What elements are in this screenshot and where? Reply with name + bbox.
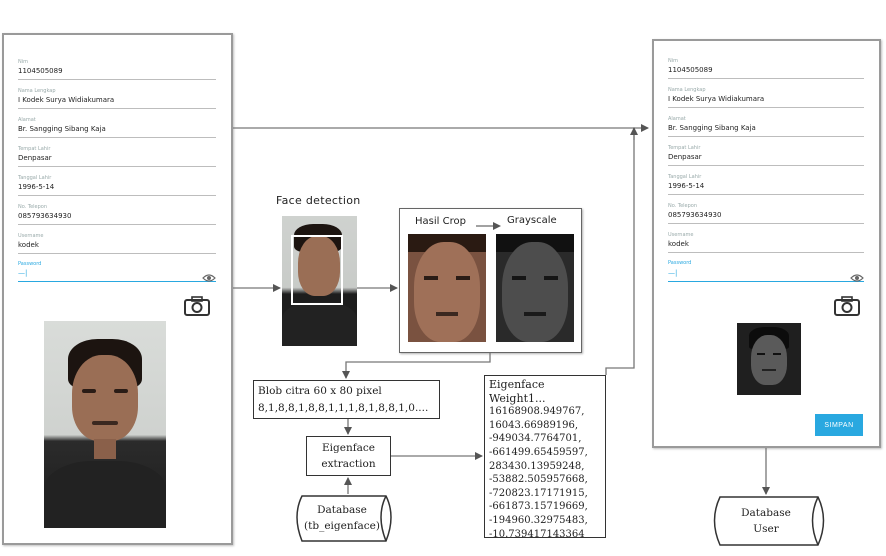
eigen-weight-value: -194960.32975483, <box>489 514 588 526</box>
field-underline <box>668 223 864 224</box>
camera-icon[interactable] <box>184 296 210 316</box>
arrow-weights-to-right-form <box>605 128 635 375</box>
db-user-line-1: Database <box>741 507 791 519</box>
face-detection-label: Face detection <box>276 194 361 207</box>
face-detection-photo <box>282 216 357 346</box>
blob-box: Blob citra 60 x 80 pixel 8,1,8,8,1,8,8,1… <box>253 380 440 419</box>
eigenface-weight-box: Eigenface Weight1... 16168908.949767,160… <box>484 375 606 538</box>
blob-line-1: Blob citra 60 x 80 pixel <box>258 385 382 397</box>
field-label: Username <box>668 232 694 238</box>
field-label: Nim <box>18 59 28 65</box>
field-value[interactable]: kodek <box>18 241 39 249</box>
field-label: Nama Lengkap <box>668 87 706 93</box>
field-value[interactable]: Denpasar <box>668 153 702 161</box>
field-value[interactable]: 085793634930 <box>668 211 722 219</box>
field-underline <box>668 165 864 166</box>
blob-line-2: 8,1,8,8,1,8,8,1,1,1,8,1,8,8,1,0.... <box>258 402 429 414</box>
eigen-extraction-line-1: Eigenface <box>322 442 375 454</box>
field-label: Nim <box>668 58 678 64</box>
field-value[interactable]: 1996-5-14 <box>18 183 55 191</box>
field-label: Tempat Lahir <box>18 146 51 152</box>
field-value[interactable]: 1104505089 <box>668 66 713 74</box>
crop-face-photo <box>408 234 486 342</box>
eigen-weight-value: -53882.505957668, <box>489 474 588 486</box>
field-value[interactable]: 1104505089 <box>18 67 63 75</box>
db-eigen-line-1: Database <box>317 504 367 516</box>
arrow-crop-to-blob <box>342 353 491 379</box>
save-button[interactable]: SIMPAN <box>815 414 863 436</box>
database-eigenface-cylinder <box>296 495 392 542</box>
field-underline <box>18 224 216 225</box>
field-label: Alamat <box>668 116 686 122</box>
field-value[interactable]: Br. Sangging Sibang Kaja <box>668 124 756 132</box>
field-label: Tanggal Lahir <box>668 174 702 180</box>
database-eigenface-label: Database (tb_eigenface) <box>296 502 388 534</box>
eigen-weight-value: -949034.7764701, <box>489 433 582 445</box>
field-value[interactable]: kodek <box>668 240 689 248</box>
field-value[interactable]: 1996-5-14 <box>668 182 705 190</box>
field-label: No. Telepon <box>668 203 698 209</box>
db-eigen-line-2: (tb_eigenface) <box>304 520 380 532</box>
password-label: Password <box>668 260 692 266</box>
password-underline <box>668 281 864 282</box>
captured-face-photo <box>44 321 166 528</box>
eigen-extraction-line-2: extraction <box>321 458 376 470</box>
eigen-weight-list: 16168908.949767,16043.66989196, -949034.7… <box>489 405 601 538</box>
camera-icon[interactable] <box>834 296 860 316</box>
field-value[interactable]: Br. Sangging Sibang Kaja <box>18 125 106 133</box>
eigen-weight-value: -661873.15719669, <box>489 501 588 513</box>
eigen-weight-value: 16168908.949767, <box>489 406 585 418</box>
field-value[interactable]: 085793634930 <box>18 212 72 220</box>
eigenface-extraction-box: Eigenface extraction <box>306 436 391 476</box>
eigen-weight-value: -720823.17171915, <box>489 487 588 499</box>
db-user-line-2: User <box>753 523 779 535</box>
field-value[interactable]: I Kodek Surya Widiakumara <box>18 96 115 104</box>
field-underline <box>18 195 216 196</box>
field-underline <box>18 166 216 167</box>
grayscale-label: Grayscale <box>507 215 557 226</box>
field-underline <box>18 253 216 254</box>
field-label: No. Telepon <box>18 204 48 210</box>
field-underline <box>18 79 216 80</box>
field-underline <box>668 252 864 253</box>
detection-bounding-box <box>291 235 343 305</box>
field-label: Nama Lengkap <box>18 88 56 94</box>
eigen-weight-value: 283430.13959248, <box>489 460 585 472</box>
eigen-weight-value: -661499.65459597, <box>489 446 588 458</box>
field-underline <box>668 107 864 108</box>
field-value[interactable]: Denpasar <box>18 154 52 162</box>
field-value[interactable]: I Kodek Surya Widiakumara <box>668 95 765 103</box>
eigen-weight-title: Eigenface Weight1... <box>489 378 546 405</box>
grayscale-face-photo <box>496 234 574 342</box>
eye-icon[interactable] <box>202 273 216 283</box>
grayscale-face-thumbnail <box>737 323 801 395</box>
password-label: Password <box>18 261 42 267</box>
field-underline <box>668 136 864 137</box>
password-cursor: —| <box>668 269 678 277</box>
field-underline <box>668 194 864 195</box>
database-user-cylinder <box>713 496 825 546</box>
eye-icon[interactable] <box>850 273 864 283</box>
eigen-weight-value: -10.739417143364 <box>489 528 585 538</box>
field-label: Username <box>18 233 44 239</box>
field-label: Tempat Lahir <box>668 145 701 151</box>
password-underline <box>18 281 216 282</box>
hasil-crop-label: Hasil Crop <box>415 216 466 227</box>
field-underline <box>18 108 216 109</box>
field-label: Alamat <box>18 117 36 123</box>
eigen-weight-value: 16043.66989196, <box>489 419 579 431</box>
password-cursor: —| <box>18 269 28 277</box>
database-user-label: Database User <box>716 505 816 537</box>
field-label: Tanggal Lahir <box>18 175 52 181</box>
field-underline <box>668 78 864 79</box>
field-underline <box>18 137 216 138</box>
